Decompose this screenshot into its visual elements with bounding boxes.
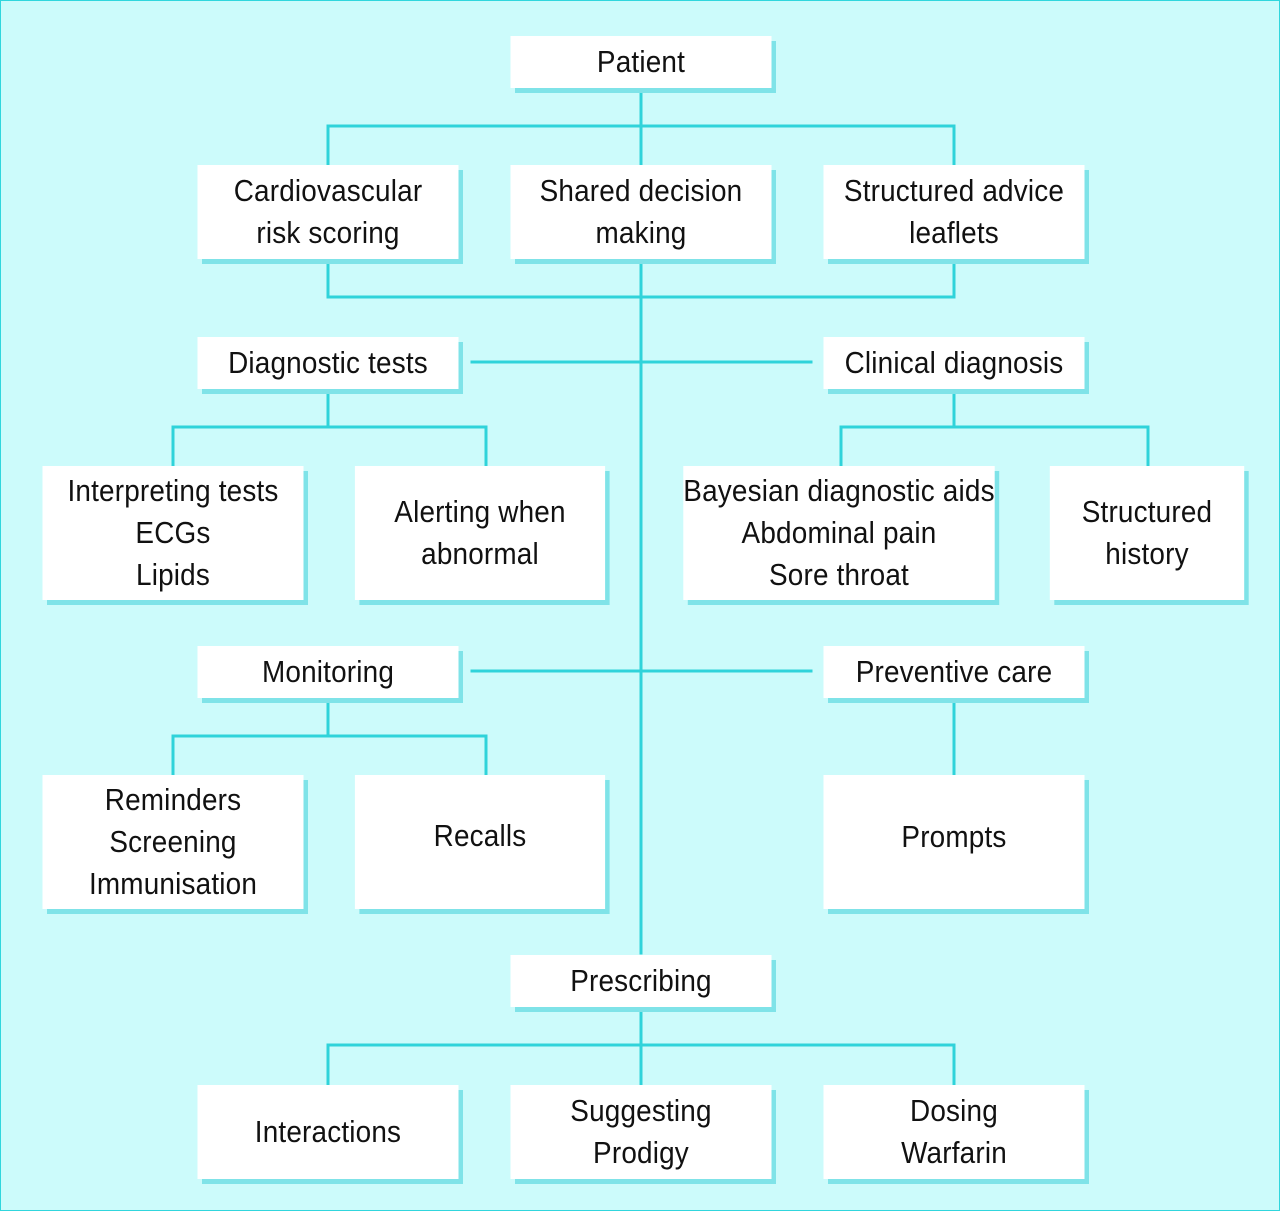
clinical-diagnosis-box: Clinical diagnosis (823, 337, 1085, 389)
node-label: Dosing (910, 1093, 998, 1128)
alerting-when-abnormal-box: Alerting when abnormal (354, 466, 606, 600)
node-label: Sore throat (768, 557, 910, 592)
node-label: Screening (109, 824, 237, 859)
node-label: ECGs (135, 515, 211, 550)
node-label: Shared decision (539, 173, 743, 208)
cardiovascular-risk-scoring-box: Cardiovascular risk scoring (197, 165, 459, 259)
node-label: Bayesian diagnostic aids (683, 473, 995, 508)
prescribing-box: Prescribing (510, 955, 772, 1007)
prompts-box: Prompts (823, 775, 1085, 909)
structured-advice-leaflets-box: Structured advice leaflets (823, 165, 1085, 259)
node-label: Structured (1081, 494, 1213, 529)
node-label: abnormal (421, 536, 539, 571)
node-label: Suggesting (570, 1093, 712, 1128)
node-label: Alerting when (394, 494, 566, 529)
dosing-warfarin-box: Dosing Warfarin (823, 1085, 1085, 1179)
node-label: Structured advice (843, 173, 1065, 208)
node-label: Patient (596, 44, 686, 79)
node-label: Recalls (433, 818, 527, 853)
node-label: Abdominal pain (741, 515, 937, 550)
node-label: leaflets (909, 215, 999, 250)
recalls-box: Recalls (354, 775, 606, 909)
node-label: Lipids (136, 557, 210, 592)
monitoring-box: Monitoring (197, 646, 459, 698)
node-label: Prompts (901, 819, 1007, 854)
suggesting-prodigy-box: Suggesting Prodigy (510, 1085, 772, 1179)
node-label: Warfarin (901, 1135, 1007, 1170)
node-label: Prodigy (593, 1135, 689, 1170)
structured-history-box: Structured history (1049, 466, 1245, 600)
interpreting-tests-box: Interpreting tests ECGs Lipids (42, 466, 304, 600)
node-label: Immunisation (88, 866, 258, 901)
node-label: Reminders (104, 782, 242, 817)
diagnostic-tests-box: Diagnostic tests (197, 337, 459, 389)
patient-box: Patient (510, 36, 772, 88)
node-label: Preventive care (855, 654, 1053, 689)
node-label: history (1105, 536, 1189, 571)
node-label: making (595, 215, 687, 250)
node-label: Clinical diagnosis (844, 345, 1064, 380)
node-label: Prescribing (570, 963, 712, 998)
node-label: Interpreting tests (67, 473, 279, 508)
node-label: risk scoring (256, 215, 400, 250)
node-label: Diagnostic tests (228, 345, 428, 380)
preventive-care-box: Preventive care (823, 646, 1085, 698)
node-label: Monitoring (261, 654, 395, 689)
node-label: Interactions (254, 1114, 402, 1149)
interactions-box: Interactions (197, 1085, 459, 1179)
bayesian-diagnostic-aids-box: Bayesian diagnostic aids Abdominal pain … (683, 466, 995, 600)
reminders-screening-box: Reminders Screening Immunisation (42, 775, 304, 909)
node-label: Cardiovascular (233, 173, 423, 208)
shared-decision-making-box: Shared decision making (510, 165, 772, 259)
